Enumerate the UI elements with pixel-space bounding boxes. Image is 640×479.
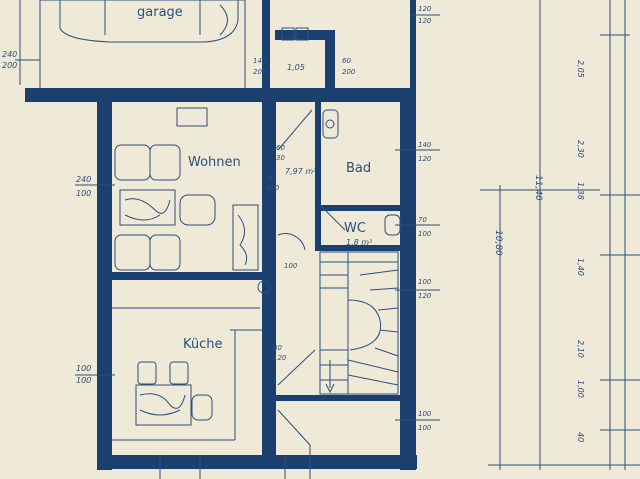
dim-seg7: 40 xyxy=(576,432,585,442)
dim-r5b: 100 xyxy=(418,424,432,432)
garage-area xyxy=(19,0,246,91)
dim-r3b: 100 xyxy=(418,230,432,238)
dim-c2a: 60 xyxy=(342,57,351,65)
dim-seg5: 2,10 xyxy=(576,340,585,358)
room-label-bad: Bad xyxy=(346,161,371,176)
room-label-garage: garage xyxy=(137,5,183,20)
room-label-wc: WC xyxy=(344,221,366,236)
staircase xyxy=(319,251,399,395)
dim-seg6: 1,00 xyxy=(576,380,585,398)
dim-seg3: 1,38 xyxy=(576,182,585,200)
dim-left-mid-b: 100 xyxy=(76,189,91,198)
dim-r1b: 120 xyxy=(418,17,432,25)
dim-r5a: 100 xyxy=(418,410,432,418)
dim-c2b: 200 xyxy=(342,68,356,76)
dimension-lines xyxy=(15,0,640,479)
dim-seg1: 2,05 xyxy=(576,60,585,78)
dim-total-b: 11,40 xyxy=(533,175,543,201)
room-label-kueche: Küche xyxy=(183,337,223,352)
dim-r4b: 120 xyxy=(418,292,432,300)
dim-c1a: 140 xyxy=(253,57,267,65)
dim-left-low-a: 100 xyxy=(76,364,91,373)
dim-c7b: 120 xyxy=(273,354,287,362)
dim-c7a: 80 xyxy=(273,344,282,352)
dim-seg2: 2,30 xyxy=(576,140,585,158)
area-wc: 1,8 m² xyxy=(346,238,373,247)
dim-c6: 100 xyxy=(284,262,298,270)
dim-r1a: 120 xyxy=(418,5,432,13)
dim-left-mid-a: 240 xyxy=(76,175,91,184)
furniture-kueche xyxy=(112,280,271,441)
dim-r2a: 140 xyxy=(418,141,432,149)
dim-r4a: 100 xyxy=(418,278,432,286)
furniture-wohnen xyxy=(114,107,259,271)
dim-total-a: 10,80 xyxy=(493,230,503,256)
dim-c5b: 100 xyxy=(266,184,280,192)
area-hall: 7,97 m² xyxy=(285,167,317,176)
dim-c5a: 10 xyxy=(266,174,275,182)
room-label-wohnen: Wohnen xyxy=(188,155,241,170)
dim-c4b: 30 xyxy=(276,154,285,162)
dim-c4a: 60 xyxy=(276,144,285,152)
dim-c1b: 200 xyxy=(253,68,267,76)
dim-left-low-b: 100 xyxy=(76,376,91,385)
dim-left-top-b: 200 xyxy=(2,61,17,70)
dim-r3a: 70 xyxy=(418,216,427,224)
dim-r2b: 120 xyxy=(418,155,432,163)
dim-left-top-a: 240 xyxy=(2,50,17,59)
dim-door-top: 1,05 xyxy=(287,63,305,72)
walls xyxy=(25,0,417,470)
dim-seg4: 1,40 xyxy=(576,258,585,276)
